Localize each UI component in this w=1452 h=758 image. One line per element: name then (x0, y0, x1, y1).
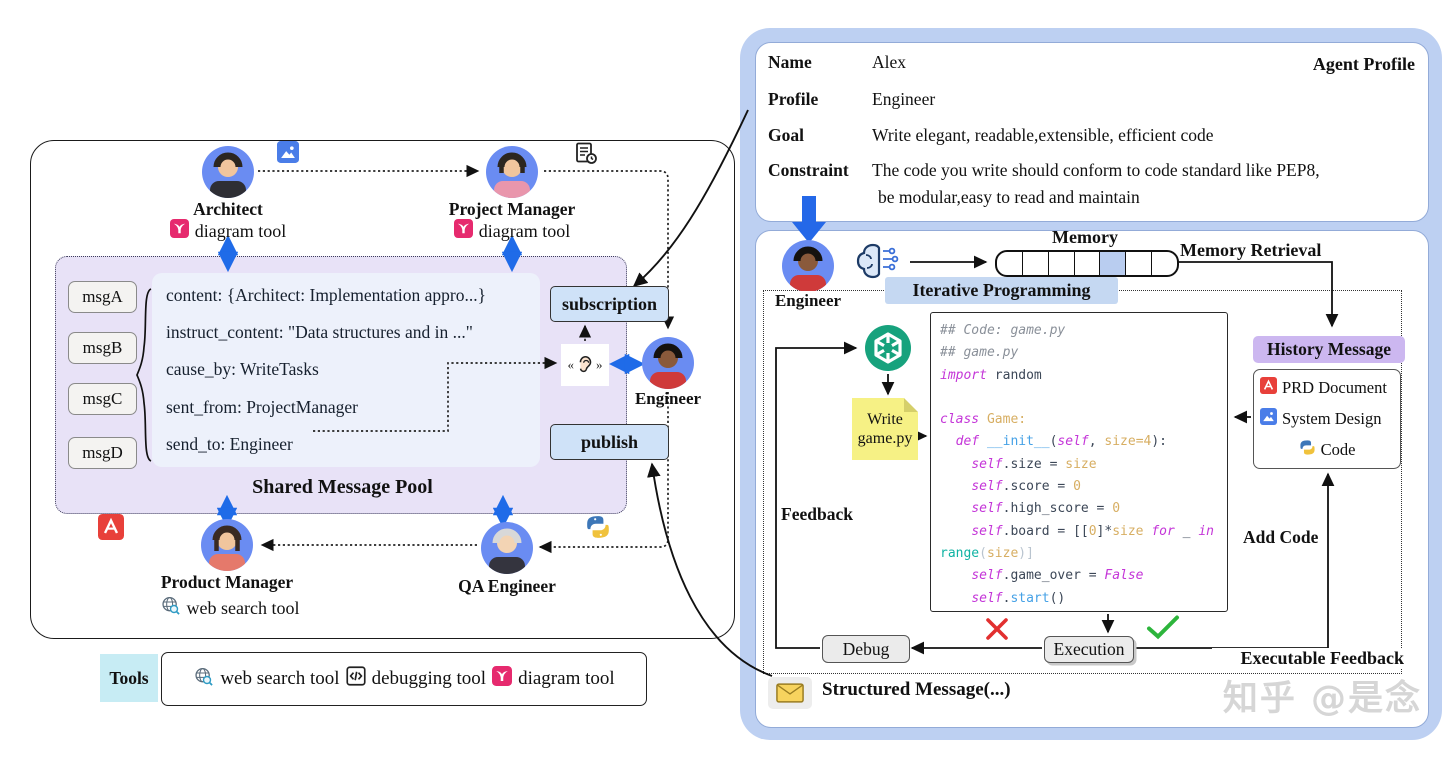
task-schedule-icon (574, 141, 598, 170)
engineer-label: Engineer (634, 389, 702, 408)
message-detail-box: content: {Architect: Implementation appr… (152, 273, 540, 467)
image-file-icon (1260, 407, 1277, 430)
profile-row-label: Name (768, 52, 812, 72)
history-item: System Design (1260, 407, 1394, 430)
watermark: 知乎 @是念 (1222, 679, 1422, 719)
publish-box: publish (550, 424, 669, 460)
memory-cell (1049, 252, 1075, 275)
profile-row-label: Constraint (768, 160, 849, 180)
engineer-avatar (782, 240, 834, 297)
msg-chip: msgD (68, 437, 137, 469)
memory-cell (1152, 252, 1177, 275)
agent-profile-title: Agent Profile (1312, 54, 1415, 74)
project-manager-label: Project Manager (448, 199, 576, 219)
subscription-box: subscription (550, 286, 669, 322)
tools-item: debugging tool (371, 668, 487, 689)
message-envelope-icon (768, 677, 812, 709)
profile-row-value: The code you write should conform to cod… (872, 160, 1320, 180)
agent-profile-card (755, 42, 1429, 222)
memory-cell (1023, 252, 1049, 275)
memory-retrieval-label: Memory Retrieval (1180, 240, 1322, 260)
history-item: Code (1260, 439, 1394, 461)
structured-message-label: Structured Message(...) (822, 679, 1011, 700)
architect-tool: diagram tool (148, 219, 308, 243)
success-check-icon (1146, 614, 1180, 646)
msg-chip: msgB (68, 332, 137, 364)
message-field: sent_from: ProjectManager (166, 396, 358, 417)
tools-item: diagram tool (518, 668, 615, 689)
iterative-programming-title: Iterative Programming (885, 277, 1118, 304)
write-code-note: Write game.py (852, 398, 918, 460)
product-manager-label: Product Manager (160, 572, 294, 592)
memory-cell (1100, 252, 1127, 275)
profile-row-label: Profile (768, 89, 819, 109)
project-manager-avatar (486, 146, 538, 203)
debug-box: Debug (822, 635, 910, 663)
product-manager-tool: web search tool (142, 595, 317, 621)
qa-engineer-label: QA Engineer (458, 576, 556, 596)
architect-label: Architect (193, 199, 263, 219)
engineer-label: Engineer (766, 291, 850, 311)
tools-legend-title: Tools (100, 654, 158, 702)
python-icon (585, 514, 611, 545)
pdf-file-icon (98, 514, 124, 545)
diagram-tool-icon (169, 219, 189, 243)
memory-pill (995, 250, 1179, 277)
executable-feedback-label: Executable Feedback (1212, 648, 1404, 669)
memory-cell (1126, 252, 1153, 275)
profile-row-value: Engineer (872, 89, 936, 109)
msg-chip: msgC (68, 383, 137, 415)
msg-chip: msgA (68, 281, 137, 313)
qa-engineer-avatar (481, 522, 533, 579)
execution-box: Execution (1044, 636, 1134, 663)
message-field: cause_by: WriteTasks (166, 359, 319, 380)
image-file-icon (277, 141, 299, 168)
thinking-brain-icon (853, 238, 905, 293)
curly-brace (136, 287, 152, 468)
python-icon (1299, 439, 1316, 461)
memory-title: Memory (1052, 227, 1118, 247)
message-field: send_to: Engineer (166, 433, 293, 454)
tools-legend: web search tool debugging tool diagram t… (161, 652, 647, 706)
profile-row-value: Alex (872, 52, 907, 72)
pdf-file-icon (1260, 377, 1277, 399)
diagram-tool-icon (492, 666, 513, 692)
tools-item: web search tool (220, 668, 340, 689)
web-search-icon (160, 595, 181, 621)
engineer-avatar (642, 337, 694, 394)
memory-cell (997, 252, 1023, 275)
memory-cell (1075, 252, 1101, 275)
profile-row-value: Write elegant, readable,extensible, effi… (872, 125, 1214, 145)
debugging-tool-icon (345, 666, 366, 692)
profile-row-label: Goal (768, 125, 804, 145)
architect-avatar (202, 146, 254, 203)
message-field: content: {Architect: Implementation appr… (166, 285, 487, 306)
history-message-title: History Message (1253, 336, 1405, 363)
history-item: PRD Document (1260, 377, 1394, 399)
product-manager-avatar (201, 519, 253, 576)
feedback-label: Feedback (781, 504, 853, 524)
message-field: instruct_content: "Data structures and i… (166, 322, 473, 343)
diagram-tool-icon (453, 219, 473, 243)
history-message-box: PRD Document System Design Code (1253, 369, 1401, 469)
web-search-icon (193, 666, 214, 693)
openai-gpt-icon (864, 324, 912, 377)
profile-row-value2: be modular,easy to read and maintain (878, 187, 1140, 207)
add-code-label: Add Code (1243, 527, 1319, 547)
error-x-icon (984, 616, 1010, 647)
pool-title: Shared Message Pool (252, 476, 433, 498)
listen-ear-icon: « » (561, 344, 609, 386)
project-manager-tool: diagram tool (432, 219, 592, 243)
